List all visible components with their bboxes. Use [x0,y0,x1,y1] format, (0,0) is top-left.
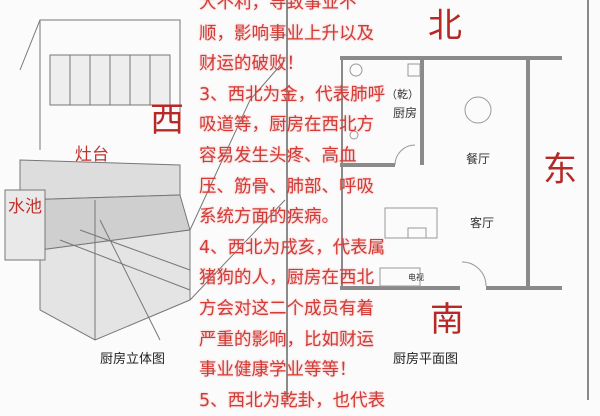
article-text: 大不利，导致事业不 顺，影响事业上升以及 财运的破败！ 3、西北为金，代表肺呼 … [199,0,386,416]
kitchen-room-label: 厨房 [393,106,418,120]
article-line: 容易发生头疼、高血 [199,145,357,166]
west-label: 西 [150,100,184,140]
stove-label: 灶台 [75,145,109,165]
east-label: 东 [543,150,577,190]
article-line: 财运的破败！ [199,54,304,75]
tv-label: 电视 [408,273,424,282]
floor-plan-caption: 厨房平面图 [393,352,459,367]
article-line: 5、西北为乾卦，也代表 [199,390,386,411]
article-line: 猪狗的人，厨房在西北 [199,268,374,289]
article-line: 吸道等，厨房在西北方 [199,115,374,136]
north-label: 北 [428,6,462,46]
living-room-label: 客厅 [470,216,495,230]
dining-room-label: 餐厅 [466,152,491,166]
article-line: 压、筋骨、肺部、呼吸 [199,176,374,197]
floor-plan [340,0,589,400]
sink-label: 水池 [8,197,42,217]
article-line: 方会对这二个成员有着 [199,298,374,319]
kitchen-3d-drawing [4,0,288,400]
kitchen-gua-label: （乾） [386,88,419,101]
article-line: 3、西北为金，代表肺呼 [199,84,386,105]
article-line: 4、西北为戌亥，代表属 [199,237,386,258]
article-line: 系统方面的疾病。 [199,207,339,228]
south-label: 南 [430,300,464,340]
kitchen-3d-caption: 厨房立体图 [100,352,166,367]
article-line: 事业健康学业等等！ [199,360,357,381]
article-line: 大不利，导致事业不 [199,0,357,13]
article-line: 顺，影响事业上升以及 [199,23,374,44]
article-line: 严重的影响，比如财运 [199,329,374,350]
